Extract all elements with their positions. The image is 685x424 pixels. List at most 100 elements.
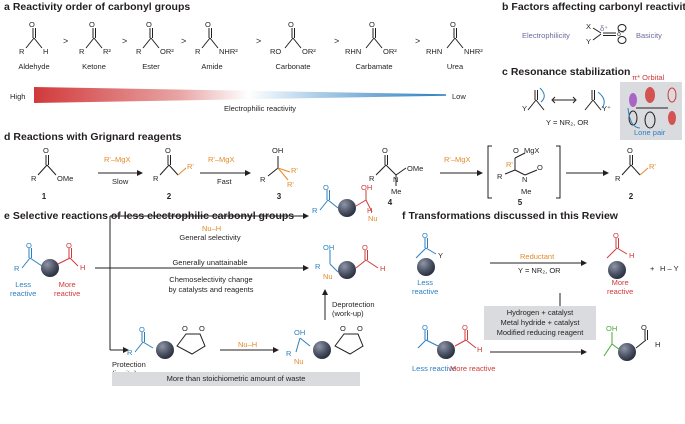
dioxolane2-o1: O (340, 324, 346, 333)
carbonyl-factor-structure (592, 24, 627, 44)
deprotection-label: Deprotection(work-up) (332, 300, 375, 318)
ester-structure (142, 28, 160, 49)
e-sm-o1: O (26, 241, 32, 250)
basicity-label: Basicity (636, 31, 662, 40)
d4-ome: OMe (407, 164, 424, 173)
gt-6: > (415, 36, 421, 46)
cond-line3: Modified reducing reagent (496, 328, 584, 337)
f-h-y: H – Y (660, 264, 679, 273)
resonance-structures (527, 87, 605, 111)
dioxolane-o2: O (199, 324, 205, 333)
f-prod2-oh: OH (606, 324, 618, 333)
gt-5: > (334, 36, 340, 46)
amide-o: O (205, 20, 211, 29)
axis-label: Electrophilic reactivity (223, 104, 297, 113)
e-less-line2: reactive (10, 289, 37, 298)
f-sm2-o2: O (462, 323, 468, 332)
f-more-line1: More (611, 278, 629, 287)
waste-box (112, 372, 360, 386)
e-prot-r: R (127, 348, 133, 357)
d4-r: R (369, 174, 375, 183)
reagent-fast: R'–MgX (208, 155, 235, 164)
d3-r: R (260, 175, 266, 184)
d5-mgx: MgX (524, 146, 540, 155)
panel-c-letter: c (502, 66, 508, 78)
cond-line2: Metal hydride + catalyst (500, 318, 580, 327)
d5-r: R (497, 172, 503, 181)
carbamate-o: O (369, 20, 375, 29)
pi-orbital-label: π* Orbital (632, 73, 665, 82)
f-prod2-o: O (641, 323, 647, 332)
panel-d-letter: d (4, 131, 11, 143)
grignard-scheme (37, 145, 649, 199)
general-selectivity: General selectivity (179, 233, 241, 242)
e-sm-o2: O (66, 241, 72, 250)
delta-plus: δ⁺ (600, 24, 609, 33)
d3-oh: OH (272, 146, 284, 155)
reagent-slow: R'–MgX (104, 155, 131, 164)
slow-label: Slow (112, 177, 129, 186)
f-plus: + (650, 264, 655, 273)
e-top-oh: OH (361, 183, 373, 192)
ester-r: R (136, 47, 142, 56)
e-add-oh: OH (294, 328, 306, 337)
ester-o: O (146, 20, 152, 29)
d2-r1: R' (187, 162, 194, 171)
f-prod-o: O (613, 231, 619, 240)
f-sm-y: Y (438, 251, 444, 260)
carbonate-ro: RO (270, 47, 282, 56)
compound-name-0: Aldehyde (18, 62, 50, 71)
e-prot-o: O (139, 325, 145, 334)
amide-nhr2: NHR² (219, 47, 238, 56)
compound-number-4: 4 (387, 198, 393, 207)
e-sm-h: H (80, 263, 86, 272)
transformations-scheme (415, 238, 648, 357)
selective-reactions-scheme (21, 190, 379, 355)
d1-ome: OMe (57, 174, 74, 183)
compound-number-5: 5 (517, 198, 523, 207)
urea-nhr2: NHR² (464, 47, 483, 56)
f-more-reactive-2: More reactive (450, 364, 496, 373)
urea-rhn: RHN (426, 47, 443, 56)
electrophilicity-label: Electrophilicity (522, 31, 570, 40)
compound-number-1: 1 (41, 192, 47, 201)
f-sm-o: O (422, 231, 428, 240)
f-y-def: Y = NR₂, OR (518, 266, 561, 275)
dioxolane-o1: O (182, 324, 188, 333)
aldehyde-o: O (29, 20, 35, 29)
f-less-line2: reactive (412, 287, 439, 296)
d5-o2: O (537, 163, 543, 172)
chemo-line1: Chemoselectivity change (169, 275, 253, 284)
orbital-diagram (620, 82, 682, 140)
compound-name-6: Urea (446, 62, 464, 71)
e-mid-h: H (380, 264, 386, 273)
e-add-nu: Nu (294, 357, 304, 366)
waste-label: More than stoichiometric amount of waste (166, 374, 306, 383)
ketone-r: R (79, 47, 85, 56)
amide-structure (201, 28, 219, 49)
f-sm2-h: H (477, 345, 483, 354)
urea-o: O (450, 20, 456, 29)
urea-structure (446, 28, 464, 49)
panel-a-letter: a (4, 1, 10, 13)
gt-2: > (122, 36, 128, 46)
d1-r: R (31, 174, 37, 183)
panel-f-title: Transformations discussed in this Review (408, 210, 618, 222)
e-mid-r: R (315, 262, 321, 271)
dioxolane2-o2: O (357, 324, 363, 333)
carbamate-or2: OR² (383, 47, 397, 56)
conditions-box (484, 306, 596, 340)
cond-line1: Hydrogen + catalyst (506, 308, 574, 317)
carbonate-or2: OR² (302, 47, 316, 56)
chemo-line2: by catalysts and reagents (168, 285, 254, 294)
e-mid-o: O (362, 243, 368, 252)
gt-4: > (256, 36, 262, 46)
